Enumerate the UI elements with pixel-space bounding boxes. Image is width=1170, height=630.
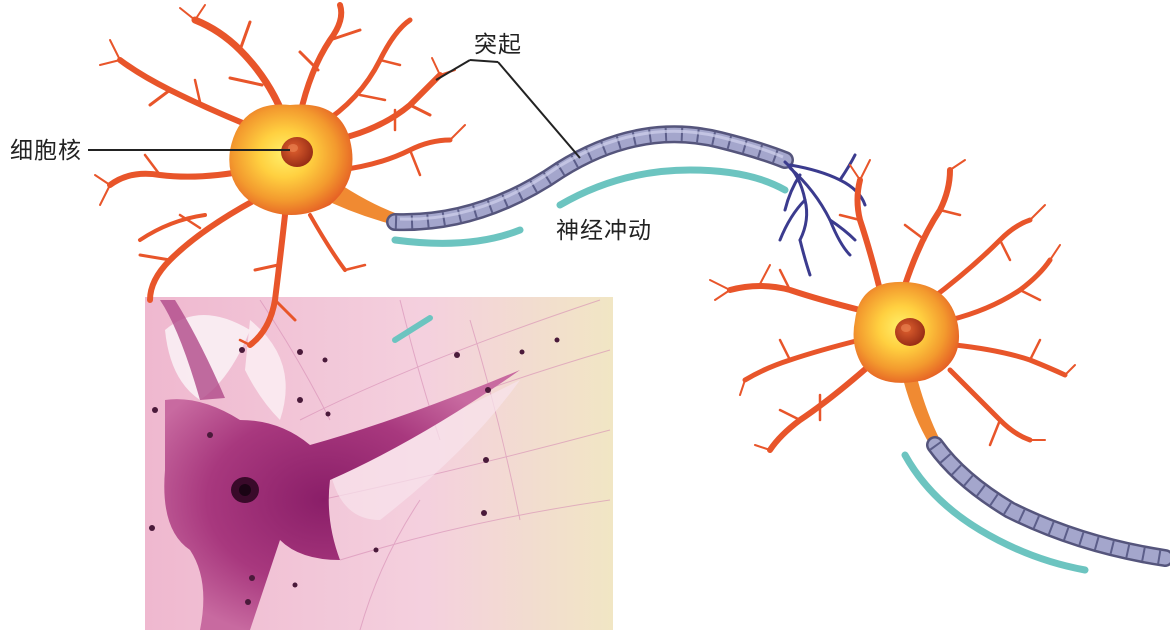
axon-myelinated — [395, 131, 865, 275]
neuron-micrograph — [145, 297, 613, 630]
label-nucleus: 细胞核 — [10, 140, 82, 163]
label-impulse: 神经冲动 — [556, 220, 652, 243]
label-process: 突起 — [474, 34, 522, 57]
neuron-illustration — [95, 5, 465, 345]
axon-myelinated — [935, 445, 1165, 558]
impulse-arrow — [905, 455, 1085, 570]
neuron-illustration — [710, 160, 1075, 450]
